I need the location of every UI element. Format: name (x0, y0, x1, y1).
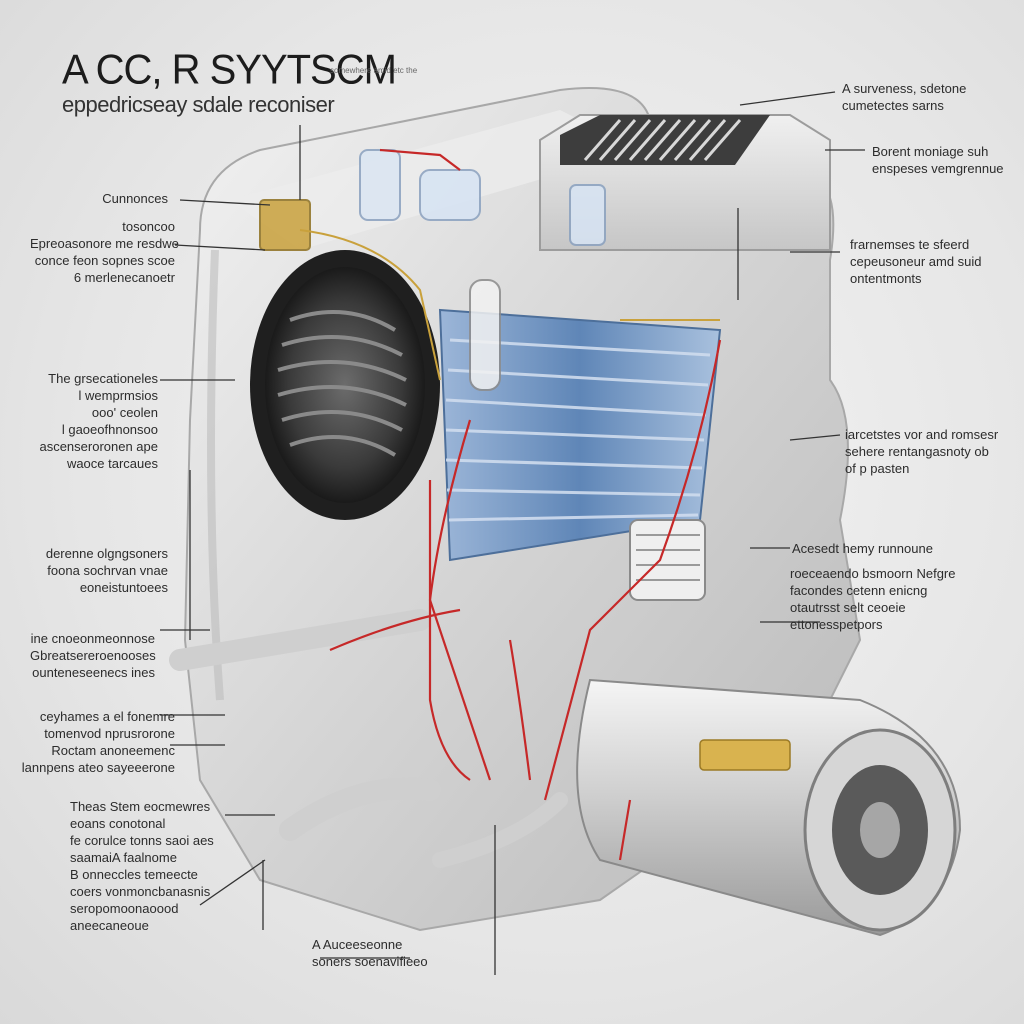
callout-right-3: frarnemses te sfeerd cepeusoneur amd sui… (850, 236, 982, 287)
blower-box (539, 114, 831, 251)
callout-left-5: ine cnoeonmeonnose Gbreatsereroenooses o… (30, 630, 156, 681)
callout-line: enspeses vemgrennue (872, 161, 1004, 176)
page-title: A CC, R SYYTSCM (62, 46, 397, 94)
callout-line: otautrsst selt ceoeie (790, 600, 906, 615)
callout-line: soners soenavifieeo (312, 954, 428, 969)
callout-line: ontentmonts (850, 271, 922, 286)
page-subtitle: eppedricseay sdale reconiser (62, 92, 335, 117)
callout-line: Borent moniage suh (872, 144, 989, 159)
callout-line: roeceaendo bsmoorn Nefgre (790, 566, 956, 581)
callout-line: cepeusoneur amd suid (850, 254, 982, 269)
callout-line: derenne olgngsoners (45, 546, 168, 561)
callout-left-7: Theas Stem eocmewres eoans conotonal fe … (20, 798, 214, 934)
receiver-drier-icon (259, 149, 606, 391)
leader-lines (160, 91, 865, 975)
callout-line: Epreoasonore me resdwe (30, 236, 179, 251)
callout-line: ceyhames a el fonemre (39, 709, 175, 724)
callout-line: Roctam anoneemenc (51, 743, 175, 758)
callout-line: ounteneseenecs ines (32, 665, 155, 680)
brass-wire (299, 229, 720, 381)
title-note: somewhere amid etc the (330, 66, 418, 75)
callout-line: eoneistuntoees (79, 580, 168, 595)
callout-line: fe corulce tonns saoi aes (70, 833, 214, 848)
callout-line: coers vonmoncbanasnis (70, 884, 211, 899)
callout-line: of p pasten (845, 461, 910, 476)
callout-line: foona sochrvan vnae (47, 563, 168, 578)
callout-line: ascenseroronen ape (39, 439, 158, 454)
callout-right-5: Acesedt hemy runnoune (792, 540, 933, 557)
callout-line: The grsecationeles (48, 371, 158, 386)
callout-line: A surveness, sdetone (842, 81, 967, 96)
callout-right-4: iarcetstes vor and romsesr sehere rentan… (845, 426, 998, 477)
callout-line: A Auceeseonne (312, 937, 403, 952)
callout-line: cumetectes sarns (842, 98, 944, 113)
callout-line: ine cnoeonmeonnose (30, 631, 155, 646)
callout-line: Cunnonces (102, 191, 168, 206)
callout-left-6: ceyhames a el fonemre tomenvod nprusroro… (20, 708, 175, 776)
callout-line: B onneccles temeecte (70, 867, 198, 882)
callout-line: waoce tarcaues (66, 456, 158, 471)
callout-line: Gbreatsereroenooses (30, 648, 156, 663)
callout-line: l gaoeofhnonsoo (61, 422, 158, 437)
callout-left-2: tosoncoo Epreoasonore me resdwe conce fe… (30, 218, 179, 286)
callout-line: seropomoonaoood (70, 901, 179, 916)
callout-line: conce feon sopnes scoe (34, 253, 175, 268)
wiring (329, 148, 722, 861)
callout-line: frarnemses te sfeerd (850, 237, 970, 252)
callout-line: ettonesspetpors (790, 617, 883, 632)
compressor-icon (576, 678, 962, 937)
callout-line: Acesedt hemy runnoune (792, 541, 933, 556)
callout-line: sehere rentangasnoty ob (845, 444, 989, 459)
condenser-fan-icon (250, 250, 440, 520)
callout-top-right-1: A surveness, sdetone cumetectes sarns (842, 80, 966, 114)
callout-line: Theas Stem eocmewres (70, 799, 211, 814)
callout-line: lannpens ateo sayeeerone (21, 760, 175, 775)
callout-line: l wemprmsios (78, 388, 158, 403)
callout-left-4: derenne olgngsoners foona sochrvan vnae … (30, 545, 168, 596)
callout-left-1: Cunnonces (60, 190, 168, 207)
callout-line: ooo' ceolen (91, 405, 158, 420)
callout-line: tomenvod nprusrorone (44, 726, 175, 741)
callout-right-6: roeceaendo bsmoorn Nefgre facondes ceten… (790, 565, 956, 633)
callout-line: facondes cetenn enicng (790, 583, 928, 598)
callout-line: saamaiA faalnome (70, 850, 177, 865)
refrigerant-pipes (169, 609, 568, 868)
callout-bottom: A Auceeseonne soners soenavifieeo (312, 936, 428, 970)
callout-left-3: The grsecationeles l wemprmsios ooo' ceo… (30, 370, 158, 472)
callout-line: tosoncoo (122, 219, 175, 234)
filter-drum-icon (629, 519, 706, 601)
callout-line: iarcetstes vor and romsesr (845, 427, 999, 442)
callout-line: eoans conotonal (70, 816, 166, 831)
callout-top-right-2: Borent moniage suh enspeses vemgrennue (872, 143, 1004, 177)
callout-line: aneecaneoue (70, 918, 149, 933)
callout-line: 6 merlenecanoetr (73, 270, 175, 285)
